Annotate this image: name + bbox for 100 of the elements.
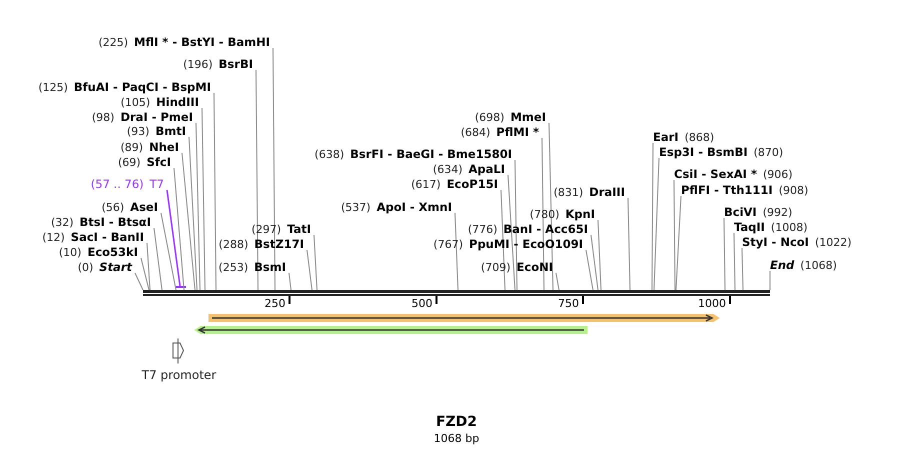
leader-line	[272, 48, 276, 290]
enzyme-name: BstZ17I	[254, 237, 304, 251]
leader-line	[508, 174, 516, 290]
leader-line	[154, 228, 162, 290]
site-position: (776)	[468, 223, 498, 236]
site-position: (709)	[480, 261, 511, 274]
site-position: (196)	[183, 58, 213, 71]
enzyme-name: BanI - Acc65I	[503, 222, 588, 236]
leader-line	[160, 212, 176, 290]
site-position: (69)	[118, 156, 141, 169]
leader-line	[514, 160, 518, 290]
enzyme-name: BciVI	[724, 205, 757, 219]
site-position: (868)	[684, 131, 714, 144]
leader-line	[256, 70, 258, 290]
leader-line	[214, 92, 216, 290]
leader-line	[548, 122, 554, 290]
site-position: (634)	[432, 163, 462, 176]
enzyme-name: PflFI - Tth111I	[681, 183, 773, 197]
site-position: (537)	[340, 201, 371, 214]
leader-line	[742, 248, 744, 290]
site-position: (98)	[92, 111, 114, 124]
leader-line	[314, 234, 318, 290]
feature-name: T7	[150, 177, 164, 191]
enzyme-name: MflI * - BstYI - BamHI	[134, 35, 270, 49]
enzyme-name: Start	[99, 260, 132, 274]
enzyme-name: NheI	[149, 140, 179, 154]
enzyme-name: HindIII	[156, 95, 199, 109]
enzyme-name: End	[770, 258, 794, 272]
caption: 1068 bp	[434, 432, 480, 445]
enzyme-name: AseI	[130, 200, 158, 214]
enzyme-name: DraI - PmeI	[120, 110, 193, 124]
leader-line	[724, 218, 726, 290]
leader-line	[586, 250, 594, 290]
leader-line	[140, 258, 150, 290]
site-position: (57 .. 76)	[90, 177, 144, 191]
leader-line	[556, 272, 560, 290]
enzyme-name: Eco53kI	[87, 245, 138, 259]
enzyme-name: TaqII	[734, 220, 765, 234]
site-position: (780)	[530, 208, 560, 221]
site-position: (684)	[460, 126, 490, 139]
leader-line	[652, 142, 654, 290]
leader-line	[654, 158, 660, 290]
leader-line	[590, 234, 598, 290]
site-position: (698)	[474, 111, 504, 124]
enzyme-name: KpnI	[565, 207, 595, 221]
enzyme-name: SfcI	[146, 155, 171, 169]
site-position: (93)	[126, 125, 150, 138]
leader-line	[676, 196, 682, 290]
leader-line	[188, 136, 198, 290]
site-position: (831)	[554, 186, 584, 199]
site-position: (253)	[218, 261, 248, 274]
enzyme-name: CsiI - SexAI *	[674, 167, 757, 181]
site-position: (908)	[778, 184, 808, 197]
leader-line	[146, 242, 150, 290]
site-position: (0)	[78, 261, 94, 274]
leader-line	[306, 250, 312, 290]
enzyme-name: MmeI	[510, 110, 546, 124]
feature-label: T7 promoter	[142, 368, 216, 382]
sequence-bar	[143, 290, 770, 296]
site-position: (1022)	[814, 236, 852, 249]
site-position: (56)	[102, 201, 124, 214]
leader-line	[134, 272, 144, 290]
enzyme-name: Esp3I - BsmBI	[659, 145, 748, 159]
scale-label: 1000	[698, 297, 726, 310]
leader-line	[500, 190, 506, 290]
site-position: (125)	[38, 81, 68, 94]
site-position: (12)	[42, 231, 65, 244]
title: FZD2	[436, 414, 478, 430]
enzyme-name: ApoI - XmnI	[376, 200, 452, 214]
enzyme-name: SacI - BanII	[70, 230, 144, 244]
leader-line	[598, 220, 602, 290]
enzyme-name: EarI	[653, 130, 679, 144]
enzyme-name: StyI - NcoI	[742, 235, 809, 249]
site-position: (105)	[120, 96, 150, 109]
enzyme-name: BtsI - BtsαI	[80, 215, 151, 229]
enzyme-name: PpuMI - EcoO109I	[469, 237, 583, 251]
enzyme-name: ApaLI	[468, 162, 505, 176]
site-position: (906)	[762, 168, 793, 181]
leader-line	[542, 138, 544, 290]
leader-line	[454, 212, 458, 290]
enzyme-name: BmtI	[155, 124, 186, 138]
leader-line	[196, 122, 200, 290]
leader-line	[674, 180, 676, 290]
scale-label: 250	[264, 297, 286, 310]
enzyme-name: BfuAI - PaqCI - BspMI	[74, 80, 211, 94]
enzyme-name: PflMI *	[496, 125, 539, 139]
leader-line	[182, 152, 196, 290]
site-position: (89)	[120, 141, 144, 154]
scale-label: 500	[412, 297, 432, 310]
enzyme-name: BsmI	[254, 260, 286, 274]
enzyme-name: DraIII	[589, 185, 625, 199]
leader-line	[288, 272, 292, 290]
enzyme-name: EcoP15I	[446, 177, 498, 191]
enzyme-name: BsrFI - BaeGI - Bme1580I	[350, 147, 512, 161]
site-position: (870)	[754, 146, 784, 159]
enzyme-name: BsrBI	[218, 57, 253, 71]
site-position: (1068)	[800, 259, 837, 272]
leader-line	[166, 190, 181, 286]
site-position: (32)	[50, 216, 74, 229]
leader-line	[174, 168, 184, 290]
